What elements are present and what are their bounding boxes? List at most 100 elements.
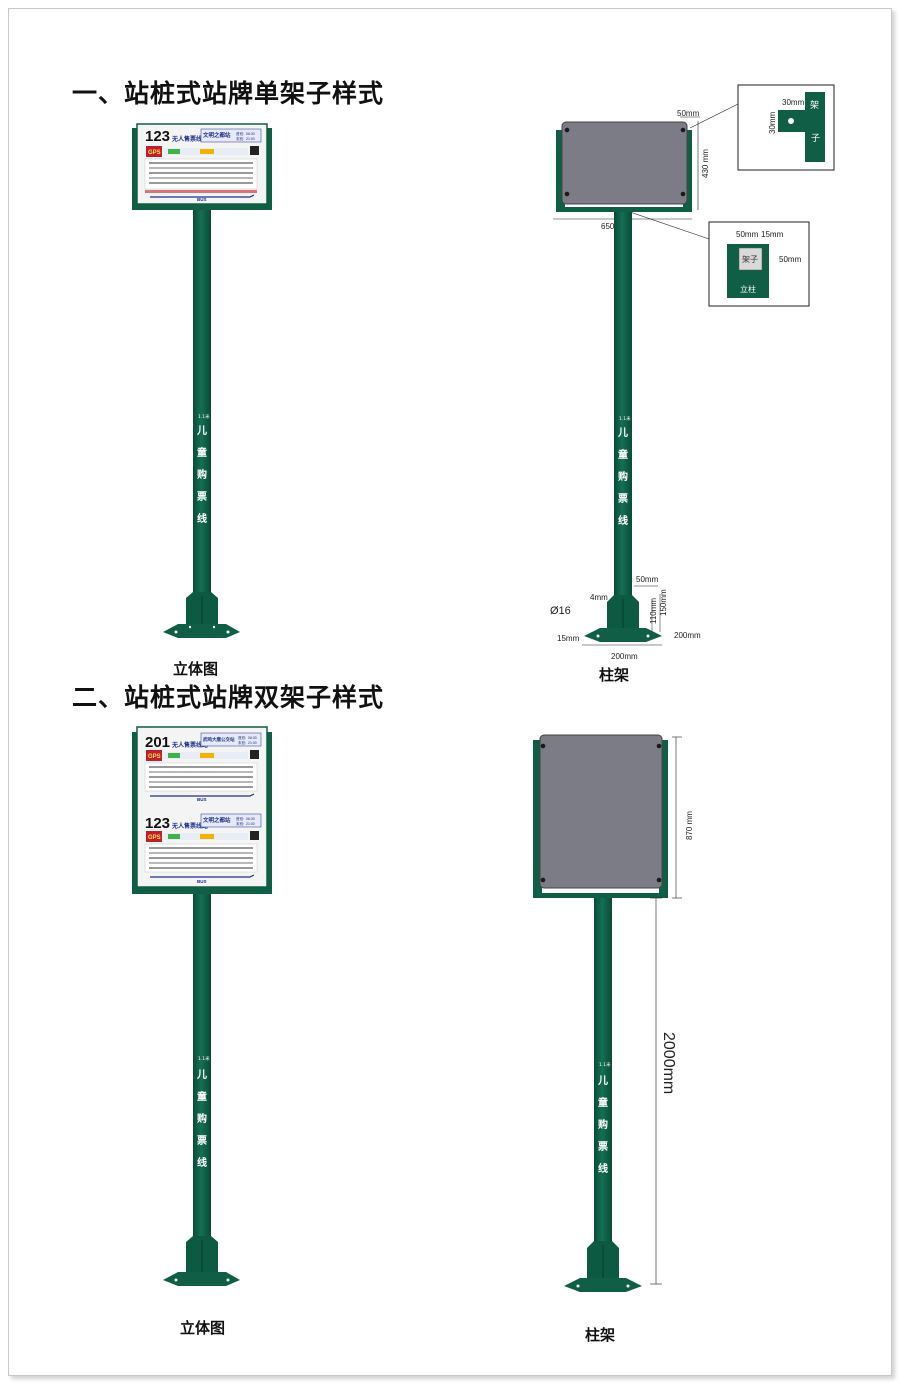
sign-panel	[561, 121, 688, 205]
first-time: 06:30	[246, 132, 255, 136]
top-first-time: 06:30	[248, 736, 257, 740]
pole-height-mark: 1.1米	[198, 413, 210, 420]
pole-text-5: 线	[598, 1162, 608, 1175]
pole-text-1: 儿	[617, 427, 628, 439]
top-last-label: 末班:	[238, 740, 246, 745]
pole-text-1: 儿	[597, 1075, 608, 1087]
pole-text-2: 童	[197, 1090, 207, 1103]
dim-panel-height: 870 mm	[685, 811, 694, 840]
dim-edge: 15mm	[557, 634, 580, 643]
detail1-part: 架	[810, 100, 819, 110]
bottom-first-time: 06:30	[246, 817, 255, 821]
frame-left-post	[533, 740, 542, 895]
route-direction-bar	[145, 190, 257, 193]
station-box	[200, 128, 262, 143]
top-station-name: 武鸣大唐公交站	[203, 736, 235, 743]
pole-text-5: 线	[618, 514, 628, 527]
pole-text-3: 购	[197, 468, 207, 481]
route-number: 123	[145, 128, 170, 145]
top-gps-badge	[146, 750, 162, 761]
stop-list-dots	[149, 162, 253, 184]
double-sign-3d-view: 201 无人售票线路 武鸣大唐公交站 首班: 06:30 末班: 21:00 G…	[132, 726, 272, 1286]
pole	[193, 210, 211, 600]
qr-code	[250, 146, 259, 155]
dim-base-h2: 110mm	[649, 598, 658, 624]
bottom-first-label: 首班:	[236, 816, 244, 821]
section2-left-caption: 立体图	[180, 1319, 226, 1337]
bus-label: BUS	[197, 197, 207, 202]
pole-text-4: 票	[618, 493, 628, 505]
detail1-post	[805, 92, 825, 162]
gps-label: GPS	[148, 150, 161, 156]
pole-text-1: 儿	[196, 425, 207, 437]
dim-pole-height: 2000mm	[660, 1032, 677, 1094]
detail2-dim-a: 50mm	[736, 230, 759, 239]
pole-text-2: 童	[618, 448, 628, 461]
single-sign-3d-view: 123 无人售票线路 文明之都站 首班: 06:30 末班: 21:00 GPS…	[132, 123, 272, 638]
pole	[193, 894, 211, 1244]
bottom-station-box	[200, 813, 262, 828]
pole-text-4: 票	[197, 1135, 207, 1147]
section2-right-caption: 柱架	[585, 1326, 616, 1344]
section1-right-caption: 柱架	[599, 666, 630, 684]
section2-title: 二、站桩式站牌双架子样式	[72, 683, 385, 712]
detail2-post-label: 立柱	[740, 284, 756, 294]
pole-text-4: 票	[197, 491, 207, 503]
dim-hole: Ø16	[550, 605, 571, 617]
pole-text-5: 线	[197, 512, 207, 525]
first-label: 首班:	[236, 131, 244, 136]
direction-arrow	[150, 194, 255, 198]
pole	[614, 212, 632, 602]
single-frame-diagram: 50mm 430 mm 650mm 30mm 30mm 架 子 50mm 15m…	[550, 84, 835, 661]
bottom-bus-label: BUS	[197, 879, 207, 884]
frame-right-post	[659, 740, 668, 895]
detail2-dim-b: 15mm	[761, 230, 784, 239]
section1-left-caption: 立体图	[173, 660, 219, 678]
detail2-frame	[738, 247, 763, 271]
dim-plate-depth: 200mm	[674, 631, 701, 640]
pole-height-mark: 1.1米	[599, 1061, 611, 1068]
base-plate	[564, 1278, 642, 1292]
pole-text-3: 购	[197, 1112, 207, 1125]
pole-height-mark: 1.1米	[198, 1055, 210, 1062]
bottom-last-label: 末班:	[236, 821, 244, 826]
pole-text-3: 购	[598, 1118, 608, 1131]
detail1-dim-a: 30mm	[782, 98, 805, 107]
pole-text-2: 童	[197, 446, 207, 459]
top-first-label: 首班:	[238, 735, 246, 740]
station-name: 文明之都站	[203, 131, 231, 139]
top-last-time: 21:00	[248, 741, 257, 745]
detail2-frame-label: 架子	[742, 255, 758, 264]
dim-base-width: 50mm	[636, 575, 659, 584]
frame-bottom-bar	[533, 893, 668, 898]
frame-bottom-bar	[556, 207, 692, 212]
section1-title: 一、站桩式站牌单架子样式	[72, 79, 385, 108]
pole-height-mark: 1.1米	[619, 415, 631, 422]
pole-text-2: 童	[598, 1096, 608, 1109]
dim-base-thickness: 4mm	[590, 593, 608, 602]
info-strip-yellow	[200, 149, 214, 154]
sign-panel	[539, 734, 663, 889]
gps-badge	[146, 146, 162, 157]
top-bus-label: BUS	[197, 797, 207, 802]
bottom-gps-badge	[146, 831, 162, 842]
bottom-qr-code	[250, 831, 259, 840]
pole-text-1: 儿	[196, 1069, 207, 1081]
bottom-station-name: 文明之都站	[203, 816, 231, 824]
last-label: 末班:	[236, 136, 244, 141]
pole	[594, 898, 612, 1243]
bottom-last-time: 21:00	[246, 822, 255, 826]
info-strip-green	[168, 149, 180, 154]
top-route-number: 201	[145, 734, 170, 751]
dim-height: 430 mm	[701, 149, 710, 178]
last-time: 21:00	[246, 137, 255, 141]
base-plate	[163, 1272, 240, 1286]
base-plate	[584, 628, 662, 642]
bottom-gps-label: GPS	[148, 835, 161, 841]
detail2-dim-c: 50mm	[779, 255, 802, 264]
top-qr-code	[250, 750, 259, 759]
top-station-box	[200, 732, 262, 747]
detail1-part2: 子	[811, 133, 820, 143]
bottom-route-label: 无人售票线路	[171, 822, 209, 830]
